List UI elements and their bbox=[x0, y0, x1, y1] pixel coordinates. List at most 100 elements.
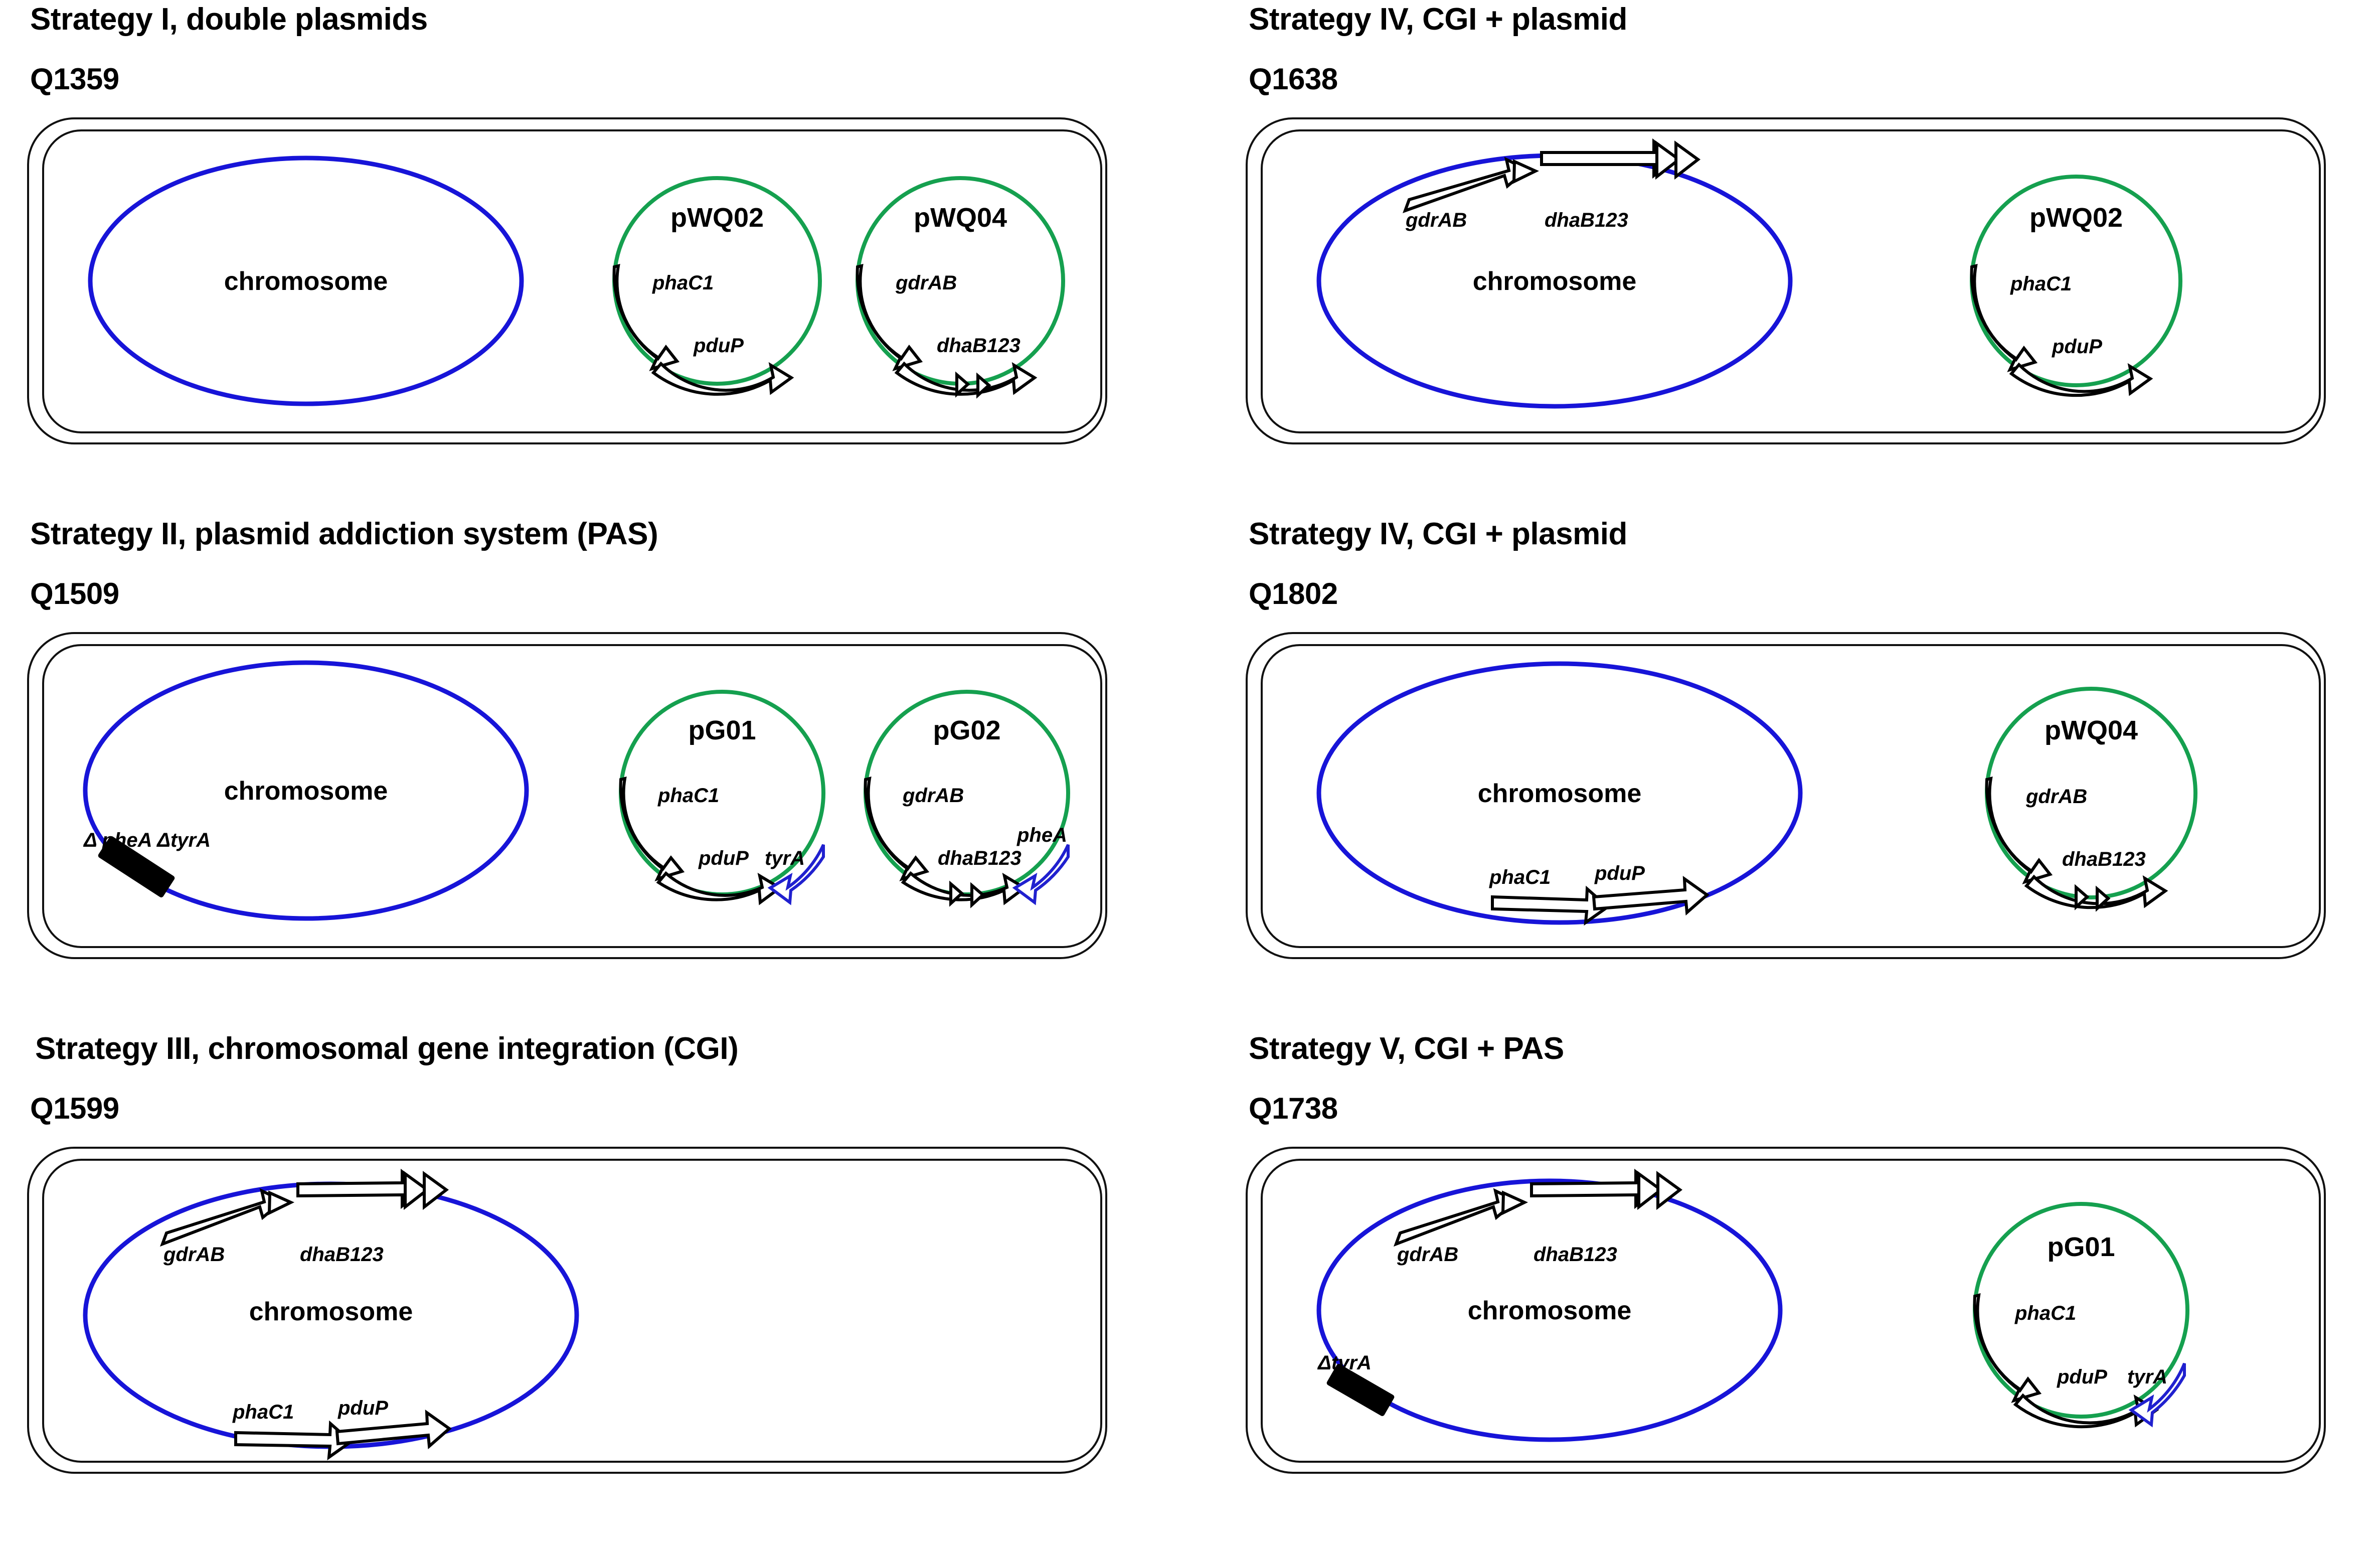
gene-label-pduP: pduP bbox=[698, 847, 749, 869]
gene-arrow-phaC1 bbox=[1970, 263, 2038, 372]
gene-label-gdrAB: gdrAB bbox=[895, 272, 957, 294]
gene-arrow-dhaB123-tick2 bbox=[976, 372, 991, 399]
cell-inner-membrane bbox=[1261, 129, 2321, 433]
strain-label: Q1738 bbox=[1249, 1092, 1338, 1125]
gene-arrow-gdrAB bbox=[1403, 157, 1531, 213]
strain-label: Q1599 bbox=[30, 1092, 119, 1125]
cell-outer-membrane bbox=[27, 1147, 1107, 1474]
gene-label-gdrAB: gdrAB bbox=[902, 785, 964, 807]
gene-deletion-marker bbox=[1326, 1364, 1395, 1416]
deletion-label: Δ pheA ΔtyrA bbox=[83, 829, 211, 851]
plasmid-name-label: pWQ04 bbox=[2045, 715, 2138, 745]
gene-label-phaC1: phaC1 bbox=[1489, 866, 1551, 888]
gene-label-dhaB123: dhaB123 bbox=[300, 1244, 384, 1266]
plasmid-pwq02: pWQ02 phaC1 pduP bbox=[612, 176, 822, 396]
panel-strategy-4-q1638: Strategy IV, CGI + plasmid Q1638 chromos… bbox=[1219, 0, 2372, 515]
panel-strategy-3: Strategy III, chromosomal gene integrati… bbox=[0, 1029, 1153, 1544]
panel-strategy-1: Strategy I, double plasmids Q1359 chromo… bbox=[0, 0, 1153, 515]
panel-strategy-5: Strategy V, CGI + PAS Q1738 chromosome g… bbox=[1219, 1029, 2372, 1544]
chromosome-circle bbox=[1316, 1178, 1783, 1442]
cell-inner-membrane bbox=[42, 129, 1102, 433]
gene-label-phaC1: phaC1 bbox=[657, 785, 719, 807]
panel-title: Strategy IV, CGI + plasmid bbox=[1249, 2, 1627, 37]
cell-inner-membrane bbox=[1261, 1159, 2321, 1463]
marker-gene-arrow-tyrA bbox=[2128, 1362, 2186, 1428]
gene-label-phaC1: phaC1 bbox=[652, 272, 714, 294]
chromosome-label: chromosome bbox=[1478, 779, 1642, 808]
gene-arrow-dhaB123-tick1 bbox=[949, 880, 964, 907]
gene-arrow-dhaB123 bbox=[2024, 874, 2168, 909]
chromosome-label: chromosome bbox=[1473, 267, 1637, 296]
gene-arrow-pduP bbox=[2009, 362, 2153, 397]
gene-arrow-dhaB123-tick1 bbox=[1637, 1171, 1664, 1210]
gene-arrow-dhaB123-tick1 bbox=[404, 1171, 430, 1210]
gene-arrow-pduP bbox=[335, 1409, 452, 1450]
strain-label: Q1359 bbox=[30, 62, 119, 96]
gene-arrow-gdrAB-tick bbox=[267, 1190, 295, 1215]
gene-arrow-gdrAB bbox=[864, 776, 930, 881]
marker-gene-label-tyrA: tyrA bbox=[2127, 1366, 2167, 1388]
gene-arrow-phaC1 bbox=[1973, 1293, 2042, 1403]
marker-gene-arrow-pheA bbox=[1012, 844, 1070, 905]
cell-inner-membrane bbox=[42, 644, 1102, 948]
cell-diagram: chromosome gdrAB dhaB123 pWQ02 phaC1 pdu… bbox=[1244, 115, 2352, 446]
gene-label-gdrAB: gdrAB bbox=[163, 1244, 225, 1266]
plasmid-pg02: pG02 gdrAB dhaB123 pheA bbox=[864, 690, 1070, 908]
gene-arrow-pduP bbox=[656, 871, 783, 905]
gene-arrow-dhaB123-tick2 bbox=[1674, 140, 1701, 180]
gene-label-pduP: pduP bbox=[2052, 336, 2102, 358]
gene-label-pduP: pduP bbox=[2057, 1366, 2107, 1388]
gene-arrow-gdrAB bbox=[1985, 776, 2053, 884]
panel-title: Strategy V, CGI + PAS bbox=[1249, 1031, 1564, 1066]
gene-label-phaC1: phaC1 bbox=[2010, 273, 2072, 295]
cell-diagram: chromosome gdrAB dhaB123 phaC1 pduP bbox=[25, 1145, 1133, 1476]
gene-arrow-pduP bbox=[651, 361, 794, 396]
gene-arrow-gdrAB-tick bbox=[1501, 1190, 1528, 1215]
marker-gene-arrow-tyrA bbox=[767, 844, 825, 905]
gene-label-pduP: pduP bbox=[337, 1397, 388, 1419]
gene-label-phaC1: phaC1 bbox=[232, 1401, 294, 1423]
gene-label-dhaB123: dhaB123 bbox=[1534, 1244, 1617, 1266]
panel-strategy-2: Strategy II, plasmid addiction system (P… bbox=[0, 515, 1153, 1029]
cell-outer-membrane bbox=[1246, 117, 2326, 444]
gene-label-dhaB123: dhaB123 bbox=[937, 335, 1021, 357]
chromosome-label: chromosome bbox=[224, 267, 388, 296]
gene-arrow-pduP bbox=[1592, 875, 1710, 916]
cell-outer-membrane bbox=[27, 632, 1107, 959]
gene-arrow-phaC1 bbox=[619, 776, 685, 881]
gene-label-pduP: pduP bbox=[693, 335, 744, 357]
plasmid-name-label: pWQ02 bbox=[670, 203, 764, 233]
cell-outer-membrane bbox=[1246, 632, 2326, 959]
gene-arrow-gdrAB bbox=[856, 263, 923, 371]
panel-title: Strategy III, chromosomal gene integrati… bbox=[35, 1031, 739, 1066]
plasmid-name-label: pG01 bbox=[688, 715, 756, 745]
plasmid-name-label: pWQ02 bbox=[2029, 203, 2123, 233]
gene-arrow-phaC1 bbox=[612, 263, 680, 371]
panel-title: Strategy I, double plasmids bbox=[30, 2, 428, 37]
gene-arrow-dhaB123-tick1 bbox=[2075, 884, 2090, 910]
plasmid-pg01: pG01 phaC1 pduP tyrA bbox=[619, 690, 825, 905]
chromosome-label: chromosome bbox=[224, 777, 388, 806]
gene-label-dhaB123: dhaB123 bbox=[938, 847, 1022, 869]
plasmid-name-label: pG01 bbox=[2047, 1232, 2115, 1262]
chromosome-label: chromosome bbox=[1468, 1296, 1632, 1325]
gene-label-gdrAB: gdrAB bbox=[1405, 209, 1467, 231]
gene-arrow-gdrAB bbox=[1393, 1188, 1519, 1247]
cell-inner-membrane bbox=[1261, 644, 2321, 948]
marker-gene-label-tyrA: tyrA bbox=[765, 847, 805, 869]
gene-arrow-dhaB123-tick2 bbox=[1656, 1171, 1683, 1210]
cell-outer-membrane bbox=[1246, 1147, 2326, 1474]
cell-diagram: chromosome Δ pheA ΔtyrA pG01 phaC1 pduP … bbox=[25, 630, 1133, 961]
gene-label-dhaB123: dhaB123 bbox=[1545, 209, 1628, 231]
chromosome-circle bbox=[83, 660, 529, 921]
cell-diagram: chromosome gdrAB dhaB123 ΔtyrA pG01 phaC… bbox=[1244, 1145, 2352, 1476]
marker-gene-label-pheA: pheA bbox=[1016, 824, 1067, 846]
gene-arrow-dhaB123 bbox=[894, 361, 1038, 396]
cell-inner-membrane bbox=[42, 1159, 1102, 1463]
plasmid-name-label: pG02 bbox=[933, 715, 1000, 745]
gene-arrow-pduP bbox=[2013, 1393, 2159, 1429]
panel-title: Strategy IV, CGI + plasmid bbox=[1249, 517, 1627, 551]
chromosome-label: chromosome bbox=[249, 1297, 413, 1326]
chromosome-circle bbox=[88, 156, 524, 406]
